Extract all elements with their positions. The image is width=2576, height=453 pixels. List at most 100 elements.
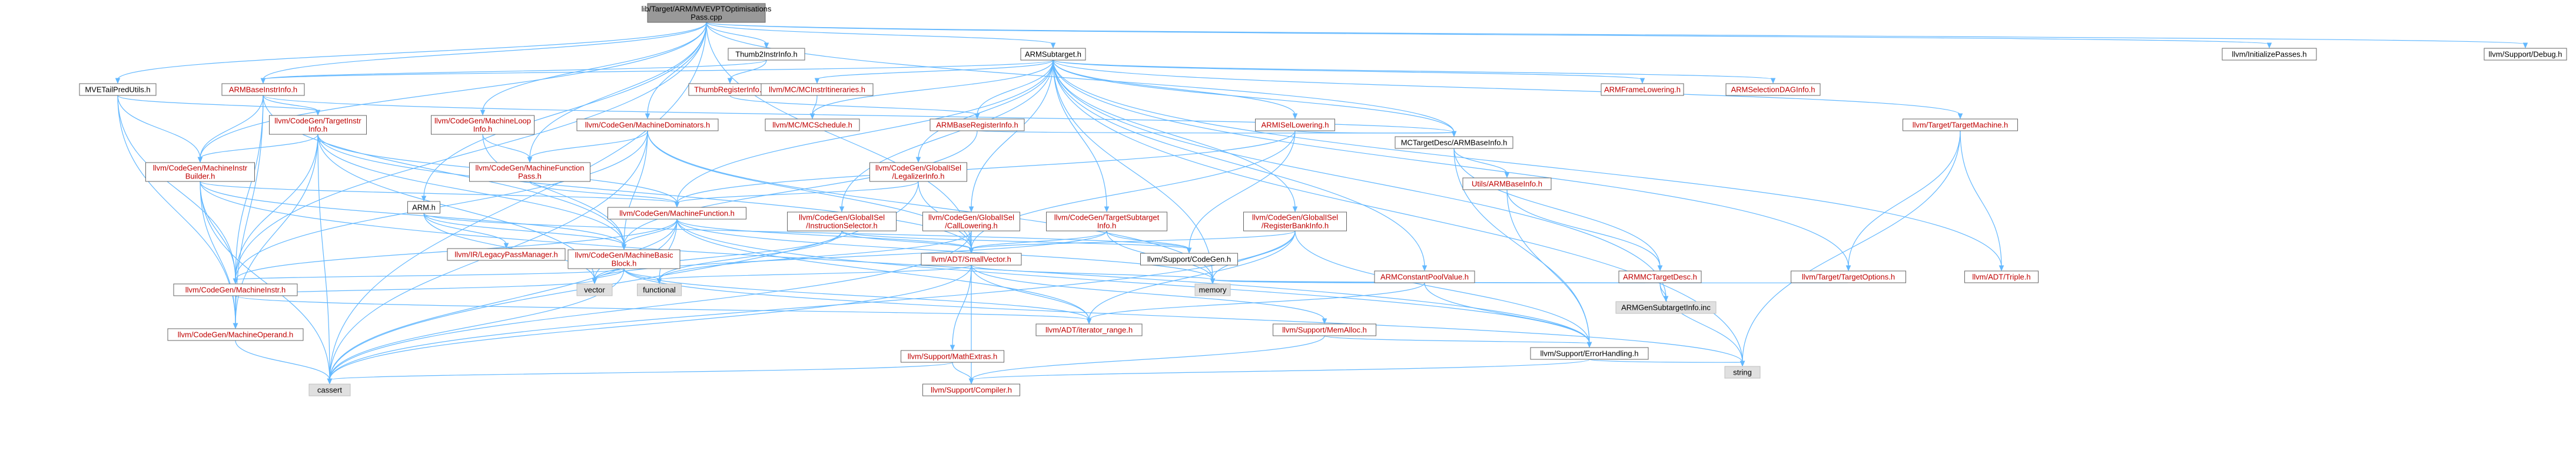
node-smallvector[interactable]: llvm/ADT/SmallVector.h bbox=[921, 253, 1022, 266]
edge-arrowhead-mctargetdesc-to-utilsarmbase bbox=[1504, 172, 1510, 178]
node-box-regbankinfo bbox=[1243, 211, 1347, 232]
node-box-memory bbox=[1194, 283, 1231, 296]
node-box-targetsubtarget bbox=[1046, 211, 1167, 232]
node-memalloc[interactable]: llvm/Support/MemAlloc.h bbox=[1273, 323, 1376, 336]
node-box-armsubtarget bbox=[1020, 48, 1086, 61]
node-label-mcschedule-0: llvm/MC/MCSchedule.h bbox=[772, 121, 852, 130]
edge-mathextras-to-cassert bbox=[329, 362, 953, 381]
edge-armsubtarget-to-instrselector bbox=[841, 59, 1054, 209]
node-label-armseldag-0: ARMSelectionDAGInfo.h bbox=[1731, 85, 1815, 94]
node-supportcodegen: llvm/Support/CodeGen.h bbox=[1140, 253, 1238, 266]
edge-armisellow-to-supportcodegen bbox=[1189, 130, 1296, 250]
edge-thumb2instrinfo-to-armbaseinstr bbox=[263, 59, 767, 80]
node-mctargetdesc: MCTargetDesc/ARMBaseInfo.h bbox=[1395, 136, 1513, 149]
edge-arrowhead-targetmachine-to-triple bbox=[1999, 265, 2004, 272]
edge-arrowhead-thumb2instrinfo-to-thumbreginfo bbox=[727, 78, 733, 84]
node-label-smallvector-0: llvm/ADT/SmallVector.h bbox=[931, 255, 1011, 264]
edge-root-to-thumb2instrinfo bbox=[706, 22, 767, 45]
edge-arrowhead-armsubtarget-to-mcinstritin bbox=[814, 78, 820, 84]
node-armmctargetdesc[interactable]: ARMMCTargetDesc.h bbox=[1618, 270, 1702, 283]
node-box-smallvector bbox=[921, 253, 1022, 266]
edge-machinefunction-to-errorhandling bbox=[676, 219, 1590, 344]
edge-armbasereg-to-machinebasicblock bbox=[623, 130, 978, 246]
edge-thumb2instrinfo-to-thumbreginfo bbox=[729, 59, 767, 80]
node-label-supportcodegen-0: llvm/Support/CodeGen.h bbox=[1147, 255, 1231, 264]
node-armframelow[interactable]: ARMFrameLowering.h bbox=[1601, 83, 1684, 96]
edge-root-to-machineinstrbuilder bbox=[200, 22, 707, 159]
edge-armsubtarget-to-armbaseinstr bbox=[263, 59, 1054, 80]
edge-armmctargetdesc-to-string bbox=[1659, 282, 1743, 363]
node-calllowering[interactable]: llvm/CodeGen/GlobalISel/CallLowering.h bbox=[922, 211, 1020, 232]
node-armconstpool[interactable]: ARMConstantPoolValue.h bbox=[1374, 270, 1475, 283]
node-box-armbaseinstr bbox=[221, 83, 305, 96]
node-regbankinfo[interactable]: llvm/CodeGen/GlobalISel/RegisterBankInfo… bbox=[1243, 211, 1347, 232]
node-label-functional-0: functional bbox=[643, 286, 676, 295]
node-iteratorrange[interactable]: llvm/ADT/iterator_range.h bbox=[1035, 323, 1143, 336]
node-label-string-0: string bbox=[1733, 368, 1752, 377]
node-thumbreginfo[interactable]: ThumbRegisterInfo.h bbox=[688, 83, 772, 96]
node-legalizerinfo[interactable]: llvm/CodeGen/GlobalISel/LegalizerInfo.h bbox=[869, 162, 967, 182]
node-initpasses: llvm/InitializePasses.h bbox=[2222, 48, 2317, 61]
node-mcschedule[interactable]: llvm/MC/MCSchedule.h bbox=[765, 118, 860, 131]
edge-armsubtarget-to-armbasereg bbox=[977, 59, 1054, 115]
node-machinefunction[interactable]: llvm/CodeGen/MachineFunction.h bbox=[608, 207, 746, 220]
edge-smallvector-to-memory bbox=[971, 264, 1213, 280]
edge-armh-to-machinebasicblock bbox=[423, 213, 625, 246]
edge-armsubtarget-to-armgensubtarget bbox=[1053, 59, 1667, 298]
node-root: lib/Target/ARM/MVEVPTOptimisationsPass.c… bbox=[642, 3, 772, 23]
node-box-compiler bbox=[922, 383, 1020, 396]
node-label-cassert-0: cassert bbox=[317, 386, 342, 395]
edge-armh-to-legacypm bbox=[423, 213, 507, 245]
edge-arrowhead-root-to-armsubtarget bbox=[1050, 42, 1056, 49]
edge-machinefunctionpass-to-machinefunction bbox=[529, 181, 678, 204]
node-instrselector[interactable]: llvm/CodeGen/GlobalISel/InstructionSelec… bbox=[787, 211, 897, 232]
node-mcinstritin[interactable]: llvm/MC/MCInstrItineraries.h bbox=[761, 83, 874, 96]
node-label-legalizerinfo-1: /LegalizerInfo.h bbox=[892, 172, 945, 181]
edge-armconstpool-to-iteratorrange bbox=[1088, 282, 1425, 320]
edge-root-to-cassert bbox=[329, 22, 707, 381]
edge-smallvector-to-cassert bbox=[329, 264, 972, 381]
edge-instrselector-to-functional bbox=[659, 230, 842, 280]
edge-arrowhead-machineinstr-to-vector bbox=[592, 278, 597, 285]
edge-smallvector-to-functional bbox=[659, 264, 972, 280]
node-targetmachine[interactable]: llvm/Target/TargetMachine.h bbox=[1903, 118, 2018, 131]
edge-errorhandling-to-compiler bbox=[971, 359, 1590, 381]
node-machineinstr[interactable]: llvm/CodeGen/MachineInstr.h bbox=[173, 283, 298, 296]
node-compiler[interactable]: llvm/Support/Compiler.h bbox=[922, 383, 1020, 396]
edge-armconstpool-to-errorhandling bbox=[1424, 282, 1590, 344]
edge-root-to-armh bbox=[423, 22, 707, 198]
edge-armisellow-to-mctargetdesc bbox=[1294, 130, 1455, 134]
node-targetoptions[interactable]: llvm/Target/TargetOptions.h bbox=[1791, 270, 1906, 283]
node-machineoperand[interactable]: llvm/CodeGen/MachineOperand.h bbox=[167, 328, 304, 341]
edge-armsubtarget-to-regbankinfo bbox=[1053, 59, 1296, 209]
edge-arrowhead-armsubtarget-to-armbaseinstr bbox=[260, 78, 266, 84]
node-machinedom[interactable]: llvm/CodeGen/MachineDominators.h bbox=[576, 118, 719, 131]
node-mathextras[interactable]: llvm/Support/MathExtras.h bbox=[901, 350, 1004, 363]
node-legacypm[interactable]: llvm/IR/LegacyPassManager.h bbox=[447, 248, 566, 261]
node-box-machinedom bbox=[576, 118, 719, 131]
node-armseldag[interactable]: ARMSelectionDAGInfo.h bbox=[1725, 83, 1821, 96]
node-functional: functional bbox=[637, 283, 682, 296]
nodes-layer: lib/Target/ARM/MVEVPTOptimisationsPass.c… bbox=[79, 3, 2567, 396]
node-armisellow[interactable]: ARMISelLowering.h bbox=[1255, 118, 1335, 131]
edge-armsubtarget-to-mctargetdesc bbox=[1053, 59, 1455, 133]
node-label-mathextras-0: llvm/Support/MathExtras.h bbox=[908, 352, 997, 361]
edge-armsubtarget-to-string bbox=[1053, 59, 1743, 363]
node-armbaseinstr[interactable]: ARMBaseInstrInfo.h bbox=[221, 83, 305, 96]
edge-armsubtarget-to-mcinstritin bbox=[816, 59, 1054, 80]
node-utilsarmbase[interactable]: Utils/ARMBaseInfo.h bbox=[1462, 177, 1552, 190]
node-box-targetmachine bbox=[1903, 118, 2018, 131]
node-triple[interactable]: llvm/ADT/Triple.h bbox=[1964, 270, 2039, 283]
node-box-cassert bbox=[308, 383, 351, 396]
node-armbasereg[interactable]: ARMBaseRegisterInfo.h bbox=[930, 118, 1025, 131]
node-label-initpasses-0: llvm/InitializePasses.h bbox=[2232, 50, 2306, 59]
edge-mvetailpred-to-machineinstrbuilder bbox=[117, 95, 201, 159]
node-thumb2instrinfo: Thumb2InstrInfo.h bbox=[728, 48, 805, 61]
node-label-mvetailpred-0: MVETailPredUtils.h bbox=[85, 85, 150, 94]
